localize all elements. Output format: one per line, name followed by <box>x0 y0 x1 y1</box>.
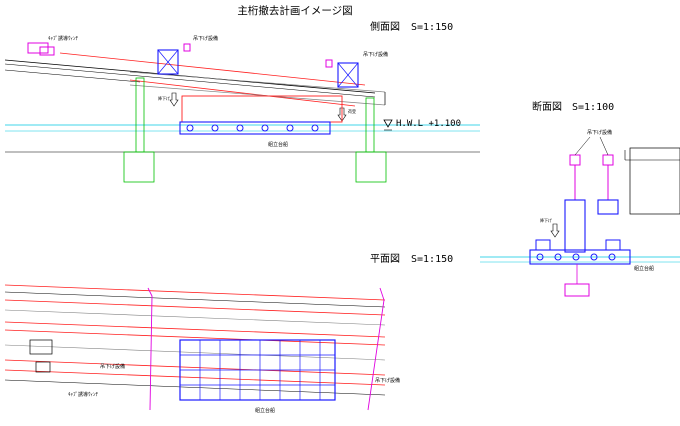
hwl-label: H.W.L +1.100 <box>396 119 461 129</box>
plan-winch-icon <box>29 339 53 355</box>
side-view: 側面図 S=1:150 ｷｬﾌﾟ誘導ｳｨﾝﾁ 吊下げ設備 <box>4 20 480 183</box>
section-barge <box>529 239 631 265</box>
plan-barge-grid <box>179 339 336 401</box>
plan-line-6 <box>4 329 386 346</box>
section-lower-label: 降下げ <box>540 217 552 223</box>
section-box-girder <box>564 199 586 253</box>
lower-arrow-icon <box>169 92 179 107</box>
plan-pier-right <box>367 287 385 411</box>
plan-view-scale: S=1:150 <box>411 254 453 265</box>
plan-line-3 <box>4 299 386 316</box>
hoist-frame-left <box>157 43 191 75</box>
section-view-scale: S=1:100 <box>572 102 614 113</box>
winch-machine-icon <box>27 42 49 54</box>
hwl-marker-icon <box>383 119 393 128</box>
section-existing-girder <box>624 147 680 215</box>
plan-hoist-label-2: 吊下げ設備 <box>375 377 400 384</box>
plan-line-9 <box>4 369 386 386</box>
plan-winch-label: ｷｬﾌﾟ誘導ｳｨﾝﾁ <box>68 391 99 398</box>
plan-line-1 <box>4 284 386 301</box>
plan-barge-label: 組立台船 <box>255 407 275 414</box>
lower-arrow-icon-2 <box>337 107 347 122</box>
plan-hoist-label: 吊下げ設備 <box>100 363 125 370</box>
pier-right <box>355 97 387 183</box>
side-winch-label: ｷｬﾌﾟ誘導ｳｨﾝﾁ <box>48 35 79 42</box>
side-lower-label: 降下げ <box>158 95 170 101</box>
section-side-girder <box>597 199 619 215</box>
plan-pier-left <box>147 287 153 411</box>
assembly-barge <box>179 121 331 135</box>
plan-line-4 <box>4 309 386 326</box>
plan-view-title: 平面図 <box>370 253 400 265</box>
section-view-title: 断面図 <box>532 100 562 113</box>
side-hoist-label-right: 吊下げ設備 <box>363 51 388 58</box>
side-small-label: 荷受 <box>348 108 356 114</box>
girder-body-2 <box>129 84 386 106</box>
section-hoist-devices <box>569 136 614 166</box>
section-lower-arrow-icon <box>550 223 560 238</box>
plan-line-8 <box>4 359 386 376</box>
deck-line-2 <box>4 63 376 98</box>
side-view-title: 側面図 <box>370 20 400 33</box>
side-hoist-label-left: 吊下げ設備 <box>193 35 218 42</box>
plan-line-10 <box>4 379 386 396</box>
deck-mid-line <box>4 69 141 83</box>
plan-line-5 <box>4 321 386 338</box>
drawing-title: 主桁撤去計画イメージ図 <box>237 4 352 17</box>
plan-line-2 <box>4 291 386 308</box>
section-barge-label: 組立台船 <box>634 265 654 272</box>
hoist-frame-right <box>325 59 359 88</box>
section-view: 断面図 S=1:100 吊下げ設備 降下げ <box>480 100 680 297</box>
girder-red-low <box>129 79 356 107</box>
girder-body-1 <box>129 71 386 93</box>
pier-left <box>123 77 155 183</box>
plan-view: 平面図 S=1:150 ｷｬﾌﾟ誘導ｳｨﾝﾁ <box>4 253 453 414</box>
winch-drum-icon <box>39 46 55 56</box>
section-foundation <box>564 283 590 297</box>
side-barge-label: 組立台船 <box>268 141 288 148</box>
girder-red-top <box>59 52 366 86</box>
section-hoist-label: 吊下げ設備 <box>587 129 612 136</box>
side-view-scale: S=1:150 <box>411 22 453 33</box>
plan-winch-icon-2 <box>35 361 51 373</box>
plan-line-7 <box>4 344 386 361</box>
